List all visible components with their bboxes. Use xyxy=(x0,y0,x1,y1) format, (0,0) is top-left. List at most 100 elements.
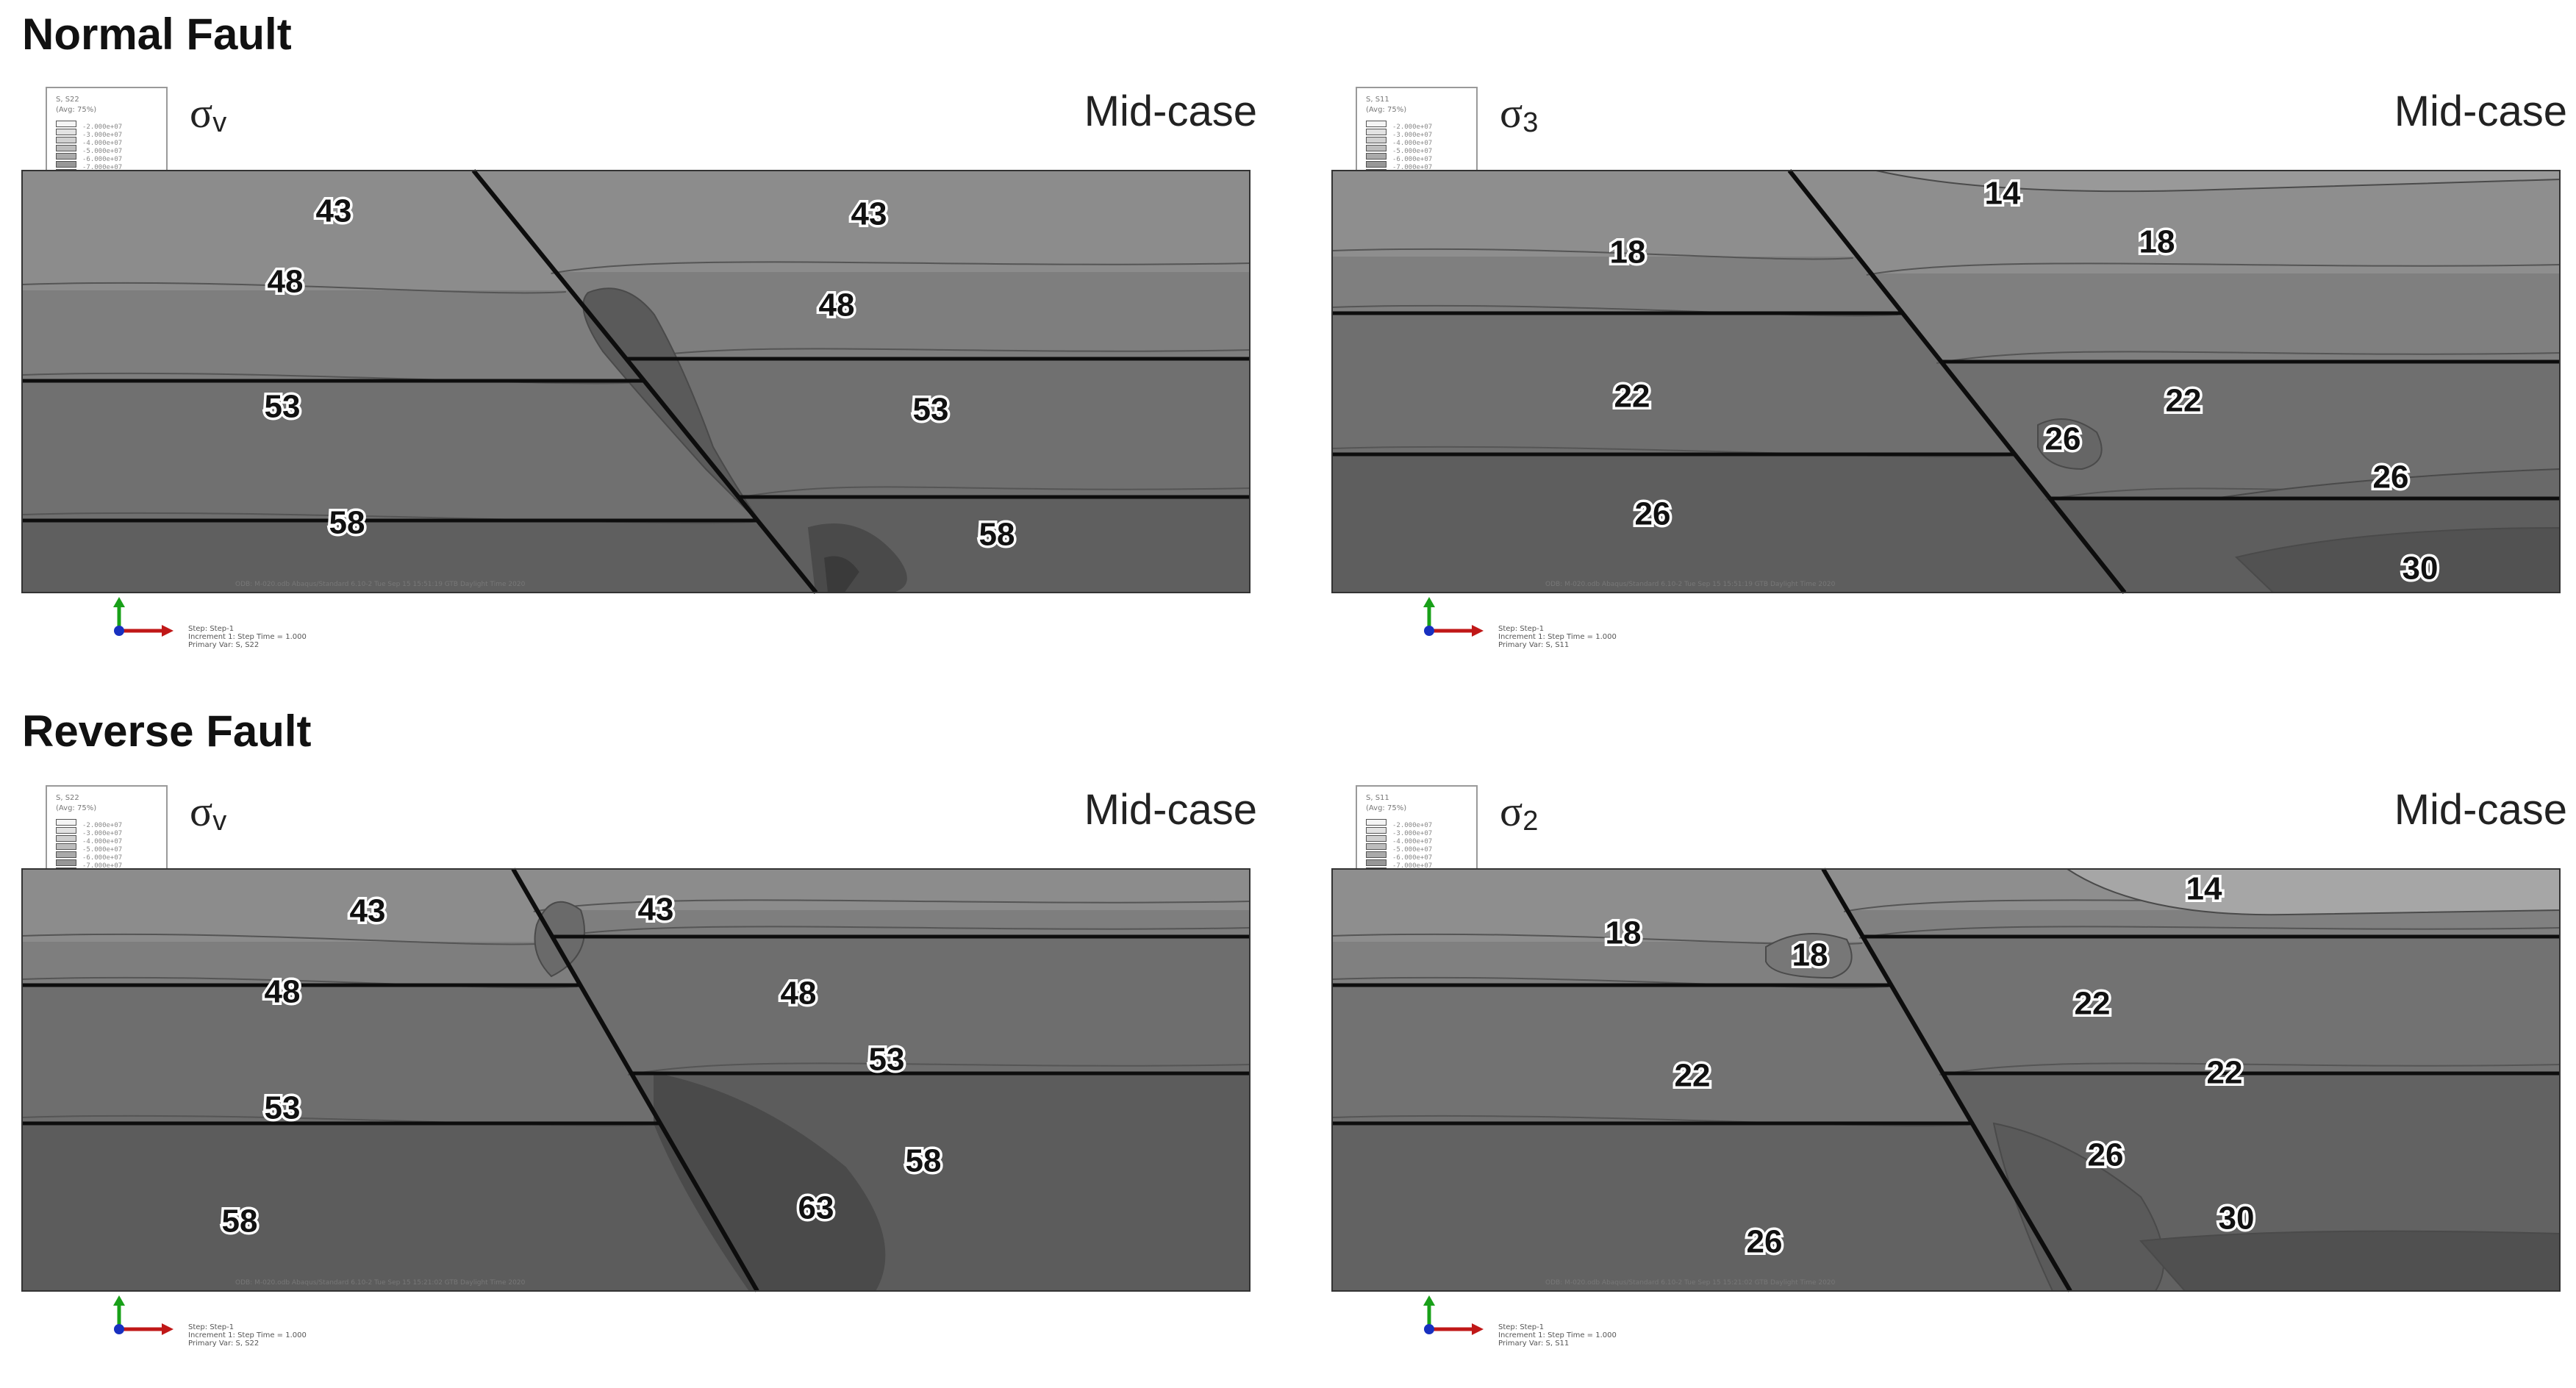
legend-value: -7.000e+07 xyxy=(82,164,123,171)
stress-concentration xyxy=(822,554,862,593)
contour-line xyxy=(533,899,1250,912)
legend-header: S, S22 xyxy=(56,96,79,104)
contour-line xyxy=(22,976,577,989)
contour-value-label: 26 xyxy=(2373,459,2409,496)
plot-frame xyxy=(1331,868,2561,1292)
stress-component-label: σ2 xyxy=(1500,787,1538,837)
legend-swatch xyxy=(1366,859,1387,866)
contour-band xyxy=(22,520,816,593)
legend-swatch xyxy=(56,161,76,168)
stress-concentration xyxy=(2037,418,2103,471)
contour-value-label: 30 xyxy=(2219,1201,2255,1237)
step-info-line: Primary Var: S, S11 xyxy=(1498,1339,1570,1348)
contour-line xyxy=(22,933,552,945)
legend-swatch xyxy=(1366,153,1387,160)
stress-concentration xyxy=(2234,526,2560,593)
contour-value-label: 18 xyxy=(1610,235,1646,271)
contour-band xyxy=(537,910,1250,937)
odb-footer: ODB: M-020.odb Abaqus/Standard 6.10-2 Tu… xyxy=(235,1279,526,1287)
plot-frame xyxy=(1331,170,2561,593)
contour-value-label: 48 xyxy=(265,974,301,1010)
contour-value-label: 53 xyxy=(265,1090,301,1126)
contour-value-label: 53 xyxy=(913,392,949,428)
contour-band xyxy=(1332,1123,2070,1291)
contour-line xyxy=(1332,1115,1969,1127)
legend-averaging: (Avg: 75%) xyxy=(1366,804,1407,812)
legend-value: -2.000e+07 xyxy=(82,124,123,131)
contour-value-label: 53 xyxy=(265,389,301,425)
contour-field xyxy=(1332,171,2560,593)
contour-line xyxy=(1332,248,1853,260)
odb-footer: ODB: M-020.odb Abaqus/Standard 6.10-2 Tu… xyxy=(1545,1279,1836,1287)
contour-band xyxy=(513,869,1250,910)
legend-value: -7.000e+07 xyxy=(82,862,123,870)
contour-line xyxy=(627,1062,1250,1076)
stress-component-label: σv xyxy=(190,787,226,837)
contour-value-label: 43 xyxy=(851,196,887,232)
contour-band xyxy=(1332,942,1892,985)
axis-triad-icon xyxy=(1423,1295,1484,1335)
axis-triad-icon xyxy=(113,1295,173,1335)
legend-swatch xyxy=(56,153,76,160)
contour-line xyxy=(733,486,1250,499)
contour-value-label: 58 xyxy=(906,1143,942,1179)
legend-value: -3.000e+07 xyxy=(1392,830,1433,837)
legend-swatch xyxy=(1366,819,1387,826)
legend-swatch xyxy=(56,859,76,866)
stress-concentration xyxy=(534,901,585,978)
step-info-line: Step: Step-1 xyxy=(188,625,235,633)
legend-swatch xyxy=(56,843,76,850)
legend-swatch xyxy=(56,835,76,842)
legend-value: -2.000e+07 xyxy=(1392,822,1433,829)
sigma-symbol: σ xyxy=(190,787,213,835)
axis-triad-icon xyxy=(113,597,173,637)
contour-value-label: 58 xyxy=(222,1203,258,1239)
fault-line xyxy=(1787,169,2127,594)
legend-value: -3.000e+07 xyxy=(82,132,123,139)
contour-band xyxy=(473,171,1250,272)
case-label: Mid-case xyxy=(1084,786,1257,834)
contour-value-label: 48 xyxy=(819,287,855,323)
contour-line xyxy=(1936,351,2560,364)
contour-value-label: 48 xyxy=(268,264,304,300)
step-info-line: Step: Step-1 xyxy=(1498,625,1545,633)
legend-header: S, S11 xyxy=(1366,96,1389,104)
odb-footer: ODB: M-020.odb Abaqus/Standard 6.10-2 Tu… xyxy=(235,581,526,588)
contour-line xyxy=(22,282,566,294)
contour-value-label: 58 xyxy=(979,517,1015,553)
sigma-symbol: σ xyxy=(190,89,213,137)
case-label: Mid-case xyxy=(2394,786,2567,834)
legend-swatch xyxy=(1366,137,1387,143)
legend-averaging: (Avg: 75%) xyxy=(56,804,97,812)
sigma-subscript: 2 xyxy=(1523,806,1539,837)
contour-value-label: 26 xyxy=(2045,421,2081,457)
legend-swatch xyxy=(56,145,76,151)
legend-swatch xyxy=(1366,121,1387,127)
sigma-symbol: σ xyxy=(1500,787,1523,835)
contour-line xyxy=(1858,926,2560,939)
contour-field xyxy=(22,171,1250,593)
legend-value: -5.000e+07 xyxy=(1392,846,1433,854)
legend-value: -6.000e+07 xyxy=(1392,156,1433,163)
contour-value-label: 18 xyxy=(2139,224,2175,260)
step-info-line: Primary Var: S, S22 xyxy=(188,1339,260,1348)
stress-concentration xyxy=(2214,468,2560,499)
contour-line xyxy=(22,512,754,524)
case-label: Mid-case xyxy=(1084,87,1257,135)
sigma-subscript: 3 xyxy=(1523,107,1539,138)
contour-band xyxy=(1332,171,1858,257)
contour-band xyxy=(1332,257,1903,313)
contour-value-label: 22 xyxy=(2075,986,2111,1022)
contour-value-label: 48 xyxy=(781,976,817,1012)
normal-fault-title: Normal Fault xyxy=(22,10,292,59)
legend-value: -4.000e+07 xyxy=(1392,838,1433,845)
contour-band xyxy=(626,359,1250,497)
legend-swatch xyxy=(1366,851,1387,858)
legend-value: -5.000e+07 xyxy=(82,148,123,155)
contour-band xyxy=(22,290,645,381)
contour-value-label: 14 xyxy=(1985,176,2021,212)
